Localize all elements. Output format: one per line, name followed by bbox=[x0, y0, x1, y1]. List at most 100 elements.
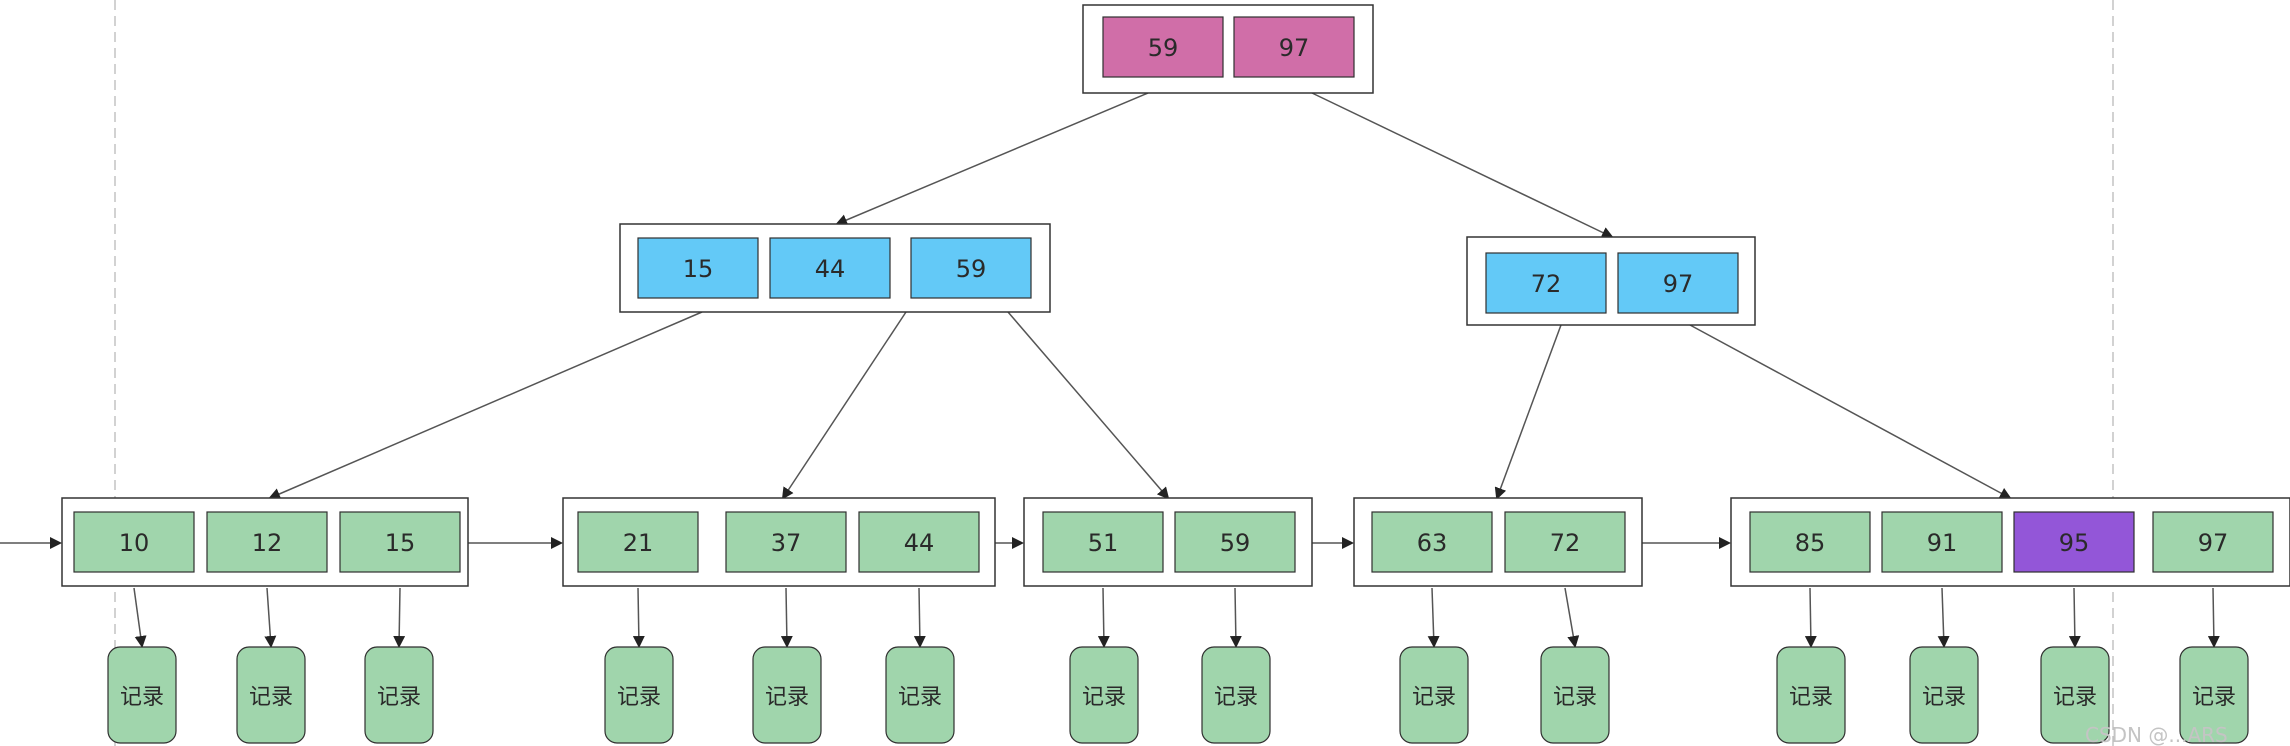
leaf-node-4-key-72: 72 bbox=[1550, 529, 1581, 557]
record-12-label: 记录 bbox=[249, 685, 293, 710]
record-59: 记录 bbox=[1201, 646, 1271, 744]
record-59-box bbox=[1201, 646, 1271, 744]
leaf-node-3-key-51: 51 bbox=[1088, 529, 1119, 557]
edge-root-to-internal-2 bbox=[1311, 92, 1614, 239]
edge-internal-1-to-leaf-3 bbox=[1007, 311, 1170, 500]
leaf-node-1-key-10-box bbox=[73, 511, 195, 573]
record-44: 记录 bbox=[885, 646, 955, 744]
leaf-node-5-key-97: 97 bbox=[2198, 529, 2229, 557]
record-21: 记录 bbox=[604, 646, 674, 744]
record-63-box bbox=[1399, 646, 1469, 744]
record-pointer-63 bbox=[1427, 587, 1440, 648]
leaf-node-5-key-85: 85 bbox=[1795, 529, 1826, 557]
record-10-label: 记录 bbox=[120, 685, 164, 710]
record-21-label: 记录 bbox=[617, 685, 661, 710]
edge-root-to-internal-1 bbox=[835, 92, 1149, 226]
internal-node-1-key-59: 59 bbox=[956, 255, 987, 283]
leaf-node-4-key-72-box bbox=[1504, 511, 1626, 573]
leaf-node-3-key-59: 59 bbox=[1220, 529, 1251, 557]
leaf-node-2-key-37-box bbox=[725, 511, 847, 573]
internal-node-1-key-15: 15 bbox=[683, 255, 714, 283]
internal-node-2-key-97: 97 bbox=[1663, 270, 1694, 298]
leaf-node-1-key-10: 10 bbox=[119, 529, 150, 557]
root-node-key-97: 97 bbox=[1279, 34, 1310, 62]
record-59-label: 记录 bbox=[1214, 685, 1258, 710]
record-pointer-21 bbox=[632, 587, 645, 648]
internal-node-1-key-15-box bbox=[637, 237, 759, 299]
leaf-node-4-key-63-box bbox=[1371, 511, 1493, 573]
leaf-node-2-key-44-box bbox=[858, 511, 980, 573]
record-12-box bbox=[236, 646, 306, 744]
edge-internal-1-to-leaf-2 bbox=[781, 311, 907, 500]
edge-internal-2-to-leaf-5 bbox=[1689, 324, 2012, 499]
record-91-label: 记录 bbox=[1922, 685, 1966, 710]
edge-internal-1-to-leaf-1 bbox=[268, 311, 703, 500]
record-95-box bbox=[2040, 646, 2110, 744]
record-91-box bbox=[1909, 646, 1979, 744]
root-node-key-59-box bbox=[1102, 16, 1224, 78]
record-97-label: 记录 bbox=[2192, 685, 2236, 710]
record-pointer-97 bbox=[2207, 587, 2220, 648]
leaf-node-3: 51 59 bbox=[1023, 497, 1313, 587]
leaf-node-5-key-95: 95 bbox=[2059, 529, 2090, 557]
record-15-box bbox=[364, 646, 434, 744]
root-node-key-59: 59 bbox=[1148, 34, 1179, 62]
record-pointer-15 bbox=[393, 587, 406, 648]
record-44-label: 记录 bbox=[898, 685, 942, 710]
record-pointer-85 bbox=[1804, 587, 1817, 648]
leaf-node-4: 63 72 bbox=[1353, 497, 1643, 587]
record-95: 记录 bbox=[2040, 646, 2110, 744]
record-15: 记录 bbox=[364, 646, 434, 744]
internal-node-1-key-44-box bbox=[769, 237, 891, 299]
record-pointer-95 bbox=[2068, 587, 2081, 648]
record-pointer-59 bbox=[1229, 587, 1242, 648]
record-72-box bbox=[1540, 646, 1610, 744]
edge-internal-2-to-leaf-4 bbox=[1494, 324, 1562, 500]
record-97-box bbox=[2179, 646, 2249, 744]
record-85-label: 记录 bbox=[1789, 685, 1833, 710]
leaf-node-5-key-95-box bbox=[2013, 511, 2135, 573]
record-pointer-91 bbox=[1937, 587, 1950, 648]
leaf-node-5-key-91-box bbox=[1881, 511, 2003, 573]
root-node: 59 97 bbox=[1082, 4, 1374, 94]
leaf-node-2-key-37: 37 bbox=[771, 529, 802, 557]
leaf-node-5-key-85-box bbox=[1749, 511, 1871, 573]
record-pointer-72 bbox=[1564, 587, 1580, 648]
record-51-label: 记录 bbox=[1082, 685, 1126, 710]
watermark: CSDN @...ARS bbox=[2085, 723, 2228, 746]
leaf-node-4-key-63: 63 bbox=[1417, 529, 1448, 557]
leaf-node-1-key-12: 12 bbox=[252, 529, 283, 557]
root-node-key-97-box bbox=[1233, 16, 1355, 78]
record-72: 记录 bbox=[1540, 646, 1610, 744]
leaf-node-3-key-51-box bbox=[1042, 511, 1164, 573]
record-51-box bbox=[1069, 646, 1139, 744]
internal-node-1-key-59-box bbox=[910, 237, 1032, 299]
record-21-box bbox=[604, 646, 674, 744]
leaf-node-1-key-15-box bbox=[339, 511, 461, 573]
record-72-label: 记录 bbox=[1553, 685, 1597, 710]
record-37-box bbox=[752, 646, 822, 744]
edges-layer bbox=[0, 92, 2220, 648]
record-85: 记录 bbox=[1776, 646, 1846, 744]
record-44-box bbox=[885, 646, 955, 744]
internal-node-2-key-72-box bbox=[1485, 252, 1607, 314]
record-15-label: 记录 bbox=[377, 685, 421, 710]
internal-node-1: 15 44 59 bbox=[619, 223, 1051, 313]
internal-node-1-key-44: 44 bbox=[815, 255, 846, 283]
record-51: 记录 bbox=[1069, 646, 1139, 744]
leaf-node-1-key-12-box bbox=[206, 511, 328, 573]
record-37: 记录 bbox=[752, 646, 822, 744]
record-95-label: 记录 bbox=[2053, 685, 2097, 710]
internal-node-2-key-97-box bbox=[1617, 252, 1739, 314]
leaf-node-3-key-59-box bbox=[1174, 511, 1296, 573]
record-85-box bbox=[1776, 646, 1846, 744]
leaf-node-2-key-44: 44 bbox=[904, 529, 935, 557]
record-pointer-51 bbox=[1097, 587, 1110, 648]
leaf-node-2-key-21-box bbox=[577, 511, 699, 573]
